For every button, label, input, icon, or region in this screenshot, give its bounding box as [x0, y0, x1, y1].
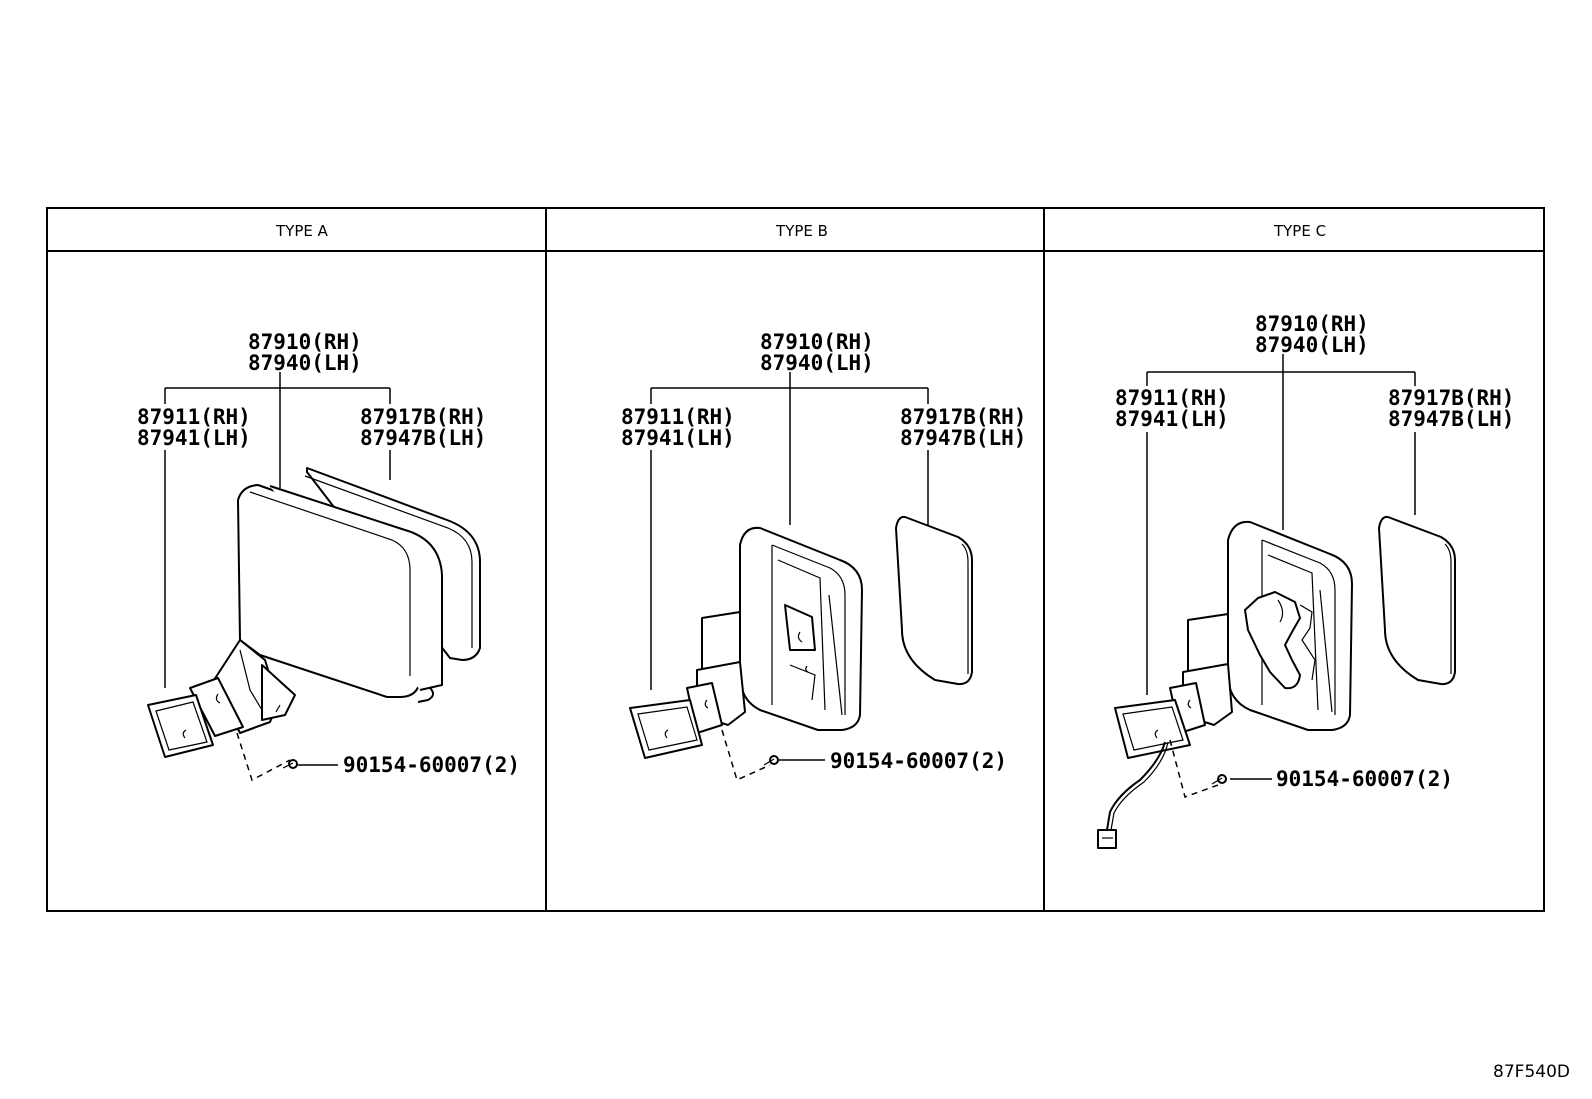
screw-type-a — [236, 732, 298, 782]
glass-part-number-rh: 87917B(RH) — [1388, 386, 1514, 410]
panel-title-type-a: TYPE A — [275, 222, 329, 240]
leader-lines — [650, 372, 929, 761]
screw-part-number: 90154-60007(2) — [830, 749, 1007, 773]
glass-part-number-rh: 87917B(RH) — [900, 405, 1026, 429]
mirror-glass-type-b — [895, 515, 973, 686]
housing-part-number-lh: 87940(LH) — [760, 351, 874, 375]
figure-code: 87F540D — [1493, 1062, 1570, 1082]
mirror-housing-type-a — [237, 484, 443, 703]
leader-lines — [1146, 354, 1416, 780]
table-frame — [46, 207, 1545, 912]
wire-harness-type-c — [1097, 741, 1169, 849]
panel-title-type-c: TYPE C — [1273, 222, 1326, 240]
glass-part-number-rh: 87917B(RH) — [360, 405, 486, 429]
cover-part-number-lh: 87941(LH) — [621, 426, 735, 450]
mirror-housing-type-b — [739, 526, 863, 731]
panel-title-type-b: TYPE B — [775, 222, 828, 240]
mirror-housing-type-c — [1227, 520, 1353, 731]
screw-part-number: 90154-60007(2) — [1276, 767, 1453, 791]
cover-part-number-rh: 87911(RH) — [621, 405, 735, 429]
glass-part-number-lh: 87947B(LH) — [360, 426, 486, 450]
panel-type-a: 87910(RH) 87940(LH) 87911(RH) 87941(LH) … — [137, 330, 520, 782]
cover-part-number-lh: 87941(LH) — [137, 426, 251, 450]
cover-part-number-rh: 87911(RH) — [137, 405, 251, 429]
panel-type-c: 87910(RH) 87940(LH) 87911(RH) 87941(LH) … — [1097, 312, 1514, 849]
housing-part-number-lh: 87940(LH) — [1255, 333, 1369, 357]
leader-lines — [164, 372, 391, 766]
glass-part-number-lh: 87947B(LH) — [1388, 407, 1514, 431]
mirror-arm-type-c — [1114, 613, 1233, 759]
housing-part-number-rh: 87910(RH) — [1255, 312, 1369, 336]
screw-part-number: 90154-60007(2) — [343, 753, 520, 777]
mirror-arm-type-a — [147, 639, 296, 758]
cover-part-number-rh: 87911(RH) — [1115, 386, 1229, 410]
housing-part-number-rh: 87910(RH) — [760, 330, 874, 354]
glass-part-number-lh: 87947B(LH) — [900, 426, 1026, 450]
panel-type-b: 87910(RH) 87940(LH) 87911(RH) 87941(LH) … — [621, 330, 1026, 782]
screw-type-b — [721, 729, 779, 782]
housing-part-number-rh: 87910(RH) — [248, 330, 362, 354]
mirror-glass-type-c — [1378, 515, 1456, 686]
housing-part-number-lh: 87940(LH) — [248, 351, 362, 375]
mirror-arm-type-b — [629, 611, 746, 759]
cover-part-number-lh: 87941(LH) — [1115, 407, 1229, 431]
screw-type-c — [1169, 739, 1227, 798]
